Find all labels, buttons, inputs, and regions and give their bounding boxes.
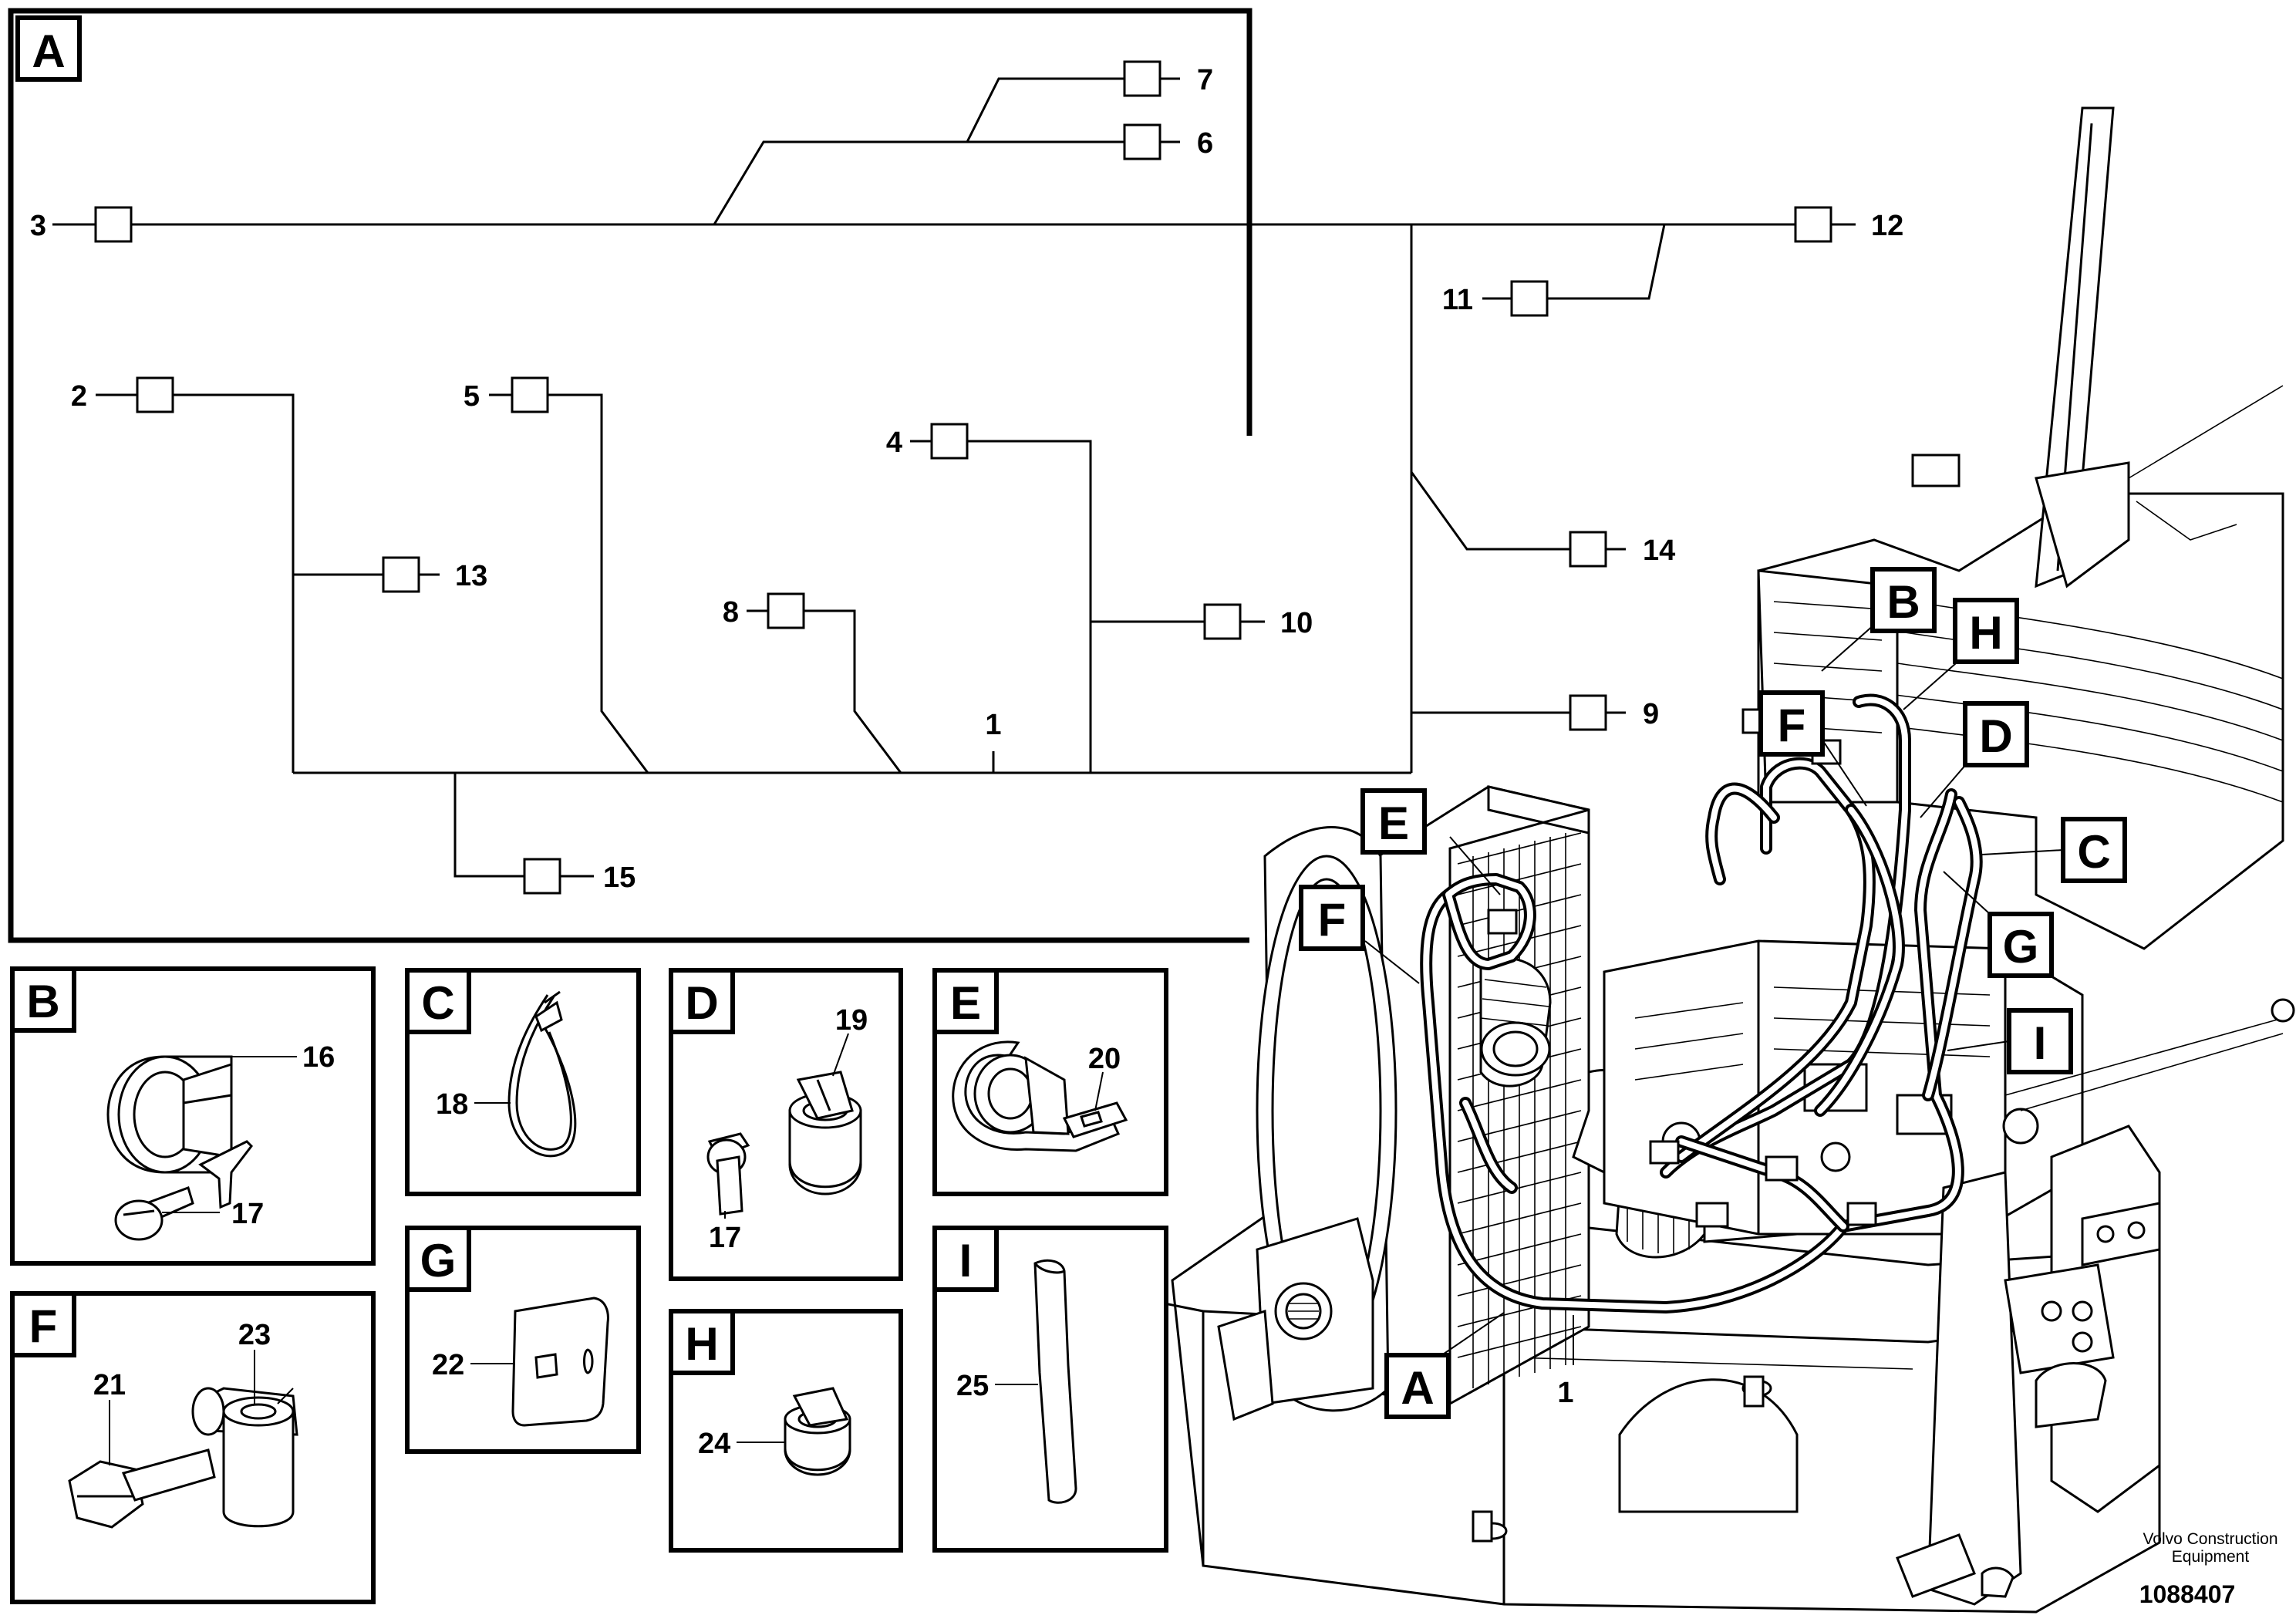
connector-6: [1123, 123, 1161, 160]
item-label-12: 12: [1871, 210, 1903, 242]
item-label-6: 6: [1197, 127, 1213, 160]
schematic-wiring: [52, 77, 1856, 878]
connector-9: [1569, 694, 1607, 731]
detail-tag-f: F: [29, 1300, 58, 1352]
part-label-20: 20: [1088, 1043, 1121, 1075]
detail-panel-i: I 25: [932, 1226, 1168, 1553]
bolt-part-17-d: [706, 1132, 750, 1219]
part-label-25: 25: [956, 1370, 989, 1402]
cable-tie-part-18: [507, 990, 577, 1158]
grommet-part-24: [784, 1387, 851, 1476]
fender-arch: [1618, 1378, 1799, 1513]
connector-4: [930, 423, 969, 460]
machine-callout-i: I: [2034, 1017, 2047, 1069]
footer: Volvo Construction Equipment 1088407: [2139, 1530, 2278, 1608]
detail-panel-g: G 22: [405, 1226, 641, 1454]
loader-frame: [1896, 998, 2295, 1606]
bolt-part-17: [114, 1186, 194, 1241]
part-label-17: 17: [231, 1198, 264, 1230]
machine-callout-a: A: [1401, 1362, 1434, 1414]
part-label-18: 18: [436, 1088, 468, 1121]
connector-14: [1569, 531, 1607, 568]
detail-panel-d: D 19 17: [669, 968, 903, 1281]
harness-1-route: [1420, 693, 1983, 1313]
credit-line-2: Equipment: [2172, 1548, 2250, 1566]
detail-panel-h: H 24: [669, 1309, 903, 1553]
harness-label-1: 1: [1557, 1377, 1573, 1409]
detail-panel-b: B 16 17: [10, 966, 376, 1266]
machine-callouts: E F F B H D C: [1299, 567, 2127, 1419]
item-label-5: 5: [464, 380, 480, 413]
machine-callout-c: C: [2077, 826, 2110, 878]
credit-line-1: Volvo Construction: [2143, 1530, 2277, 1548]
item-label-11: 11: [1442, 284, 1473, 316]
item-label-9: 9: [1643, 698, 1659, 730]
detail-tag-h: H: [685, 1318, 718, 1370]
connector-12: [1794, 206, 1832, 243]
item-label-2: 2: [71, 380, 87, 413]
machine-callout-g: G: [2003, 921, 2039, 973]
spacer-part-23: [191, 1350, 298, 1528]
part-label-16: 16: [302, 1041, 335, 1074]
item-label-1: 1: [985, 709, 1001, 741]
bolt-part-21: [68, 1400, 216, 1529]
machine-callout-e: E: [1378, 798, 1409, 849]
detail-tag-e: E: [950, 977, 981, 1029]
mast: [2035, 106, 2284, 588]
item-label-13: 13: [455, 560, 487, 592]
part-label-21: 21: [93, 1369, 126, 1401]
connector-13: [382, 556, 420, 593]
schematic-tag-box: [15, 15, 82, 82]
machine-callout-d: D: [1979, 710, 2012, 762]
part-label-22: 22: [432, 1349, 464, 1381]
schematic-panel: A: [8, 8, 1903, 943]
connector-8: [767, 592, 805, 629]
detail-tag-g: G: [420, 1235, 457, 1286]
detail-panel-f: F 21 23: [10, 1291, 376, 1604]
item-label-7: 7: [1197, 64, 1213, 96]
part-label-23: 23: [238, 1319, 271, 1351]
item-label-4: 4: [886, 427, 902, 459]
detail-panel-e: E 20: [932, 968, 1168, 1196]
detail-tag-b: B: [26, 976, 59, 1027]
detail-tag-d: D: [685, 977, 718, 1029]
machine-callout-h: H: [1969, 607, 2002, 659]
machine-callout-f-left: F: [1318, 894, 1347, 946]
connector-3: [94, 206, 133, 243]
machine-illustration: E F F B H D C: [1164, 106, 2295, 1614]
schematic-tag: A: [32, 25, 65, 77]
clamp-part-20: [952, 1040, 1128, 1152]
item-label-14: 14: [1643, 534, 1675, 567]
detail-tag-i: I: [959, 1235, 973, 1286]
wear-pad-part-22: [511, 1297, 609, 1427]
grommet-part-19: [788, 1033, 862, 1195]
document-number: 1088407: [2139, 1580, 2236, 1608]
part-label-19: 19: [835, 1004, 868, 1037]
connector-5: [511, 376, 549, 413]
item-label-15: 15: [603, 862, 636, 894]
bracket-part: [198, 1140, 253, 1209]
machine-callout-f-upper: F: [1778, 700, 1806, 751]
part-label-24: 24: [698, 1428, 730, 1460]
connector-2: [136, 376, 174, 413]
connector-11: [1510, 280, 1549, 317]
sleeve-part-25: [1033, 1259, 1077, 1504]
connector-7: [1123, 60, 1161, 97]
item-label-10: 10: [1280, 607, 1313, 639]
connector-15: [523, 858, 561, 895]
machine-callout-b: B: [1886, 576, 1920, 628]
detail-panel-c: C 18: [405, 968, 641, 1196]
detail-tag-c: C: [421, 977, 454, 1029]
item-label-3: 3: [30, 210, 46, 242]
connector-10: [1203, 603, 1242, 640]
schematic-frame: [8, 8, 1253, 943]
part-label-17-d: 17: [709, 1222, 741, 1254]
schematic-labels: 1 2 3 4 5 6 7 8 9 10 11 12 13 14 15: [30, 64, 1903, 894]
item-label-8: 8: [723, 596, 739, 629]
grommet-part-16: [106, 1055, 233, 1174]
schematic-connectors: [94, 60, 1832, 895]
left-panels: [1217, 1217, 1374, 1421]
